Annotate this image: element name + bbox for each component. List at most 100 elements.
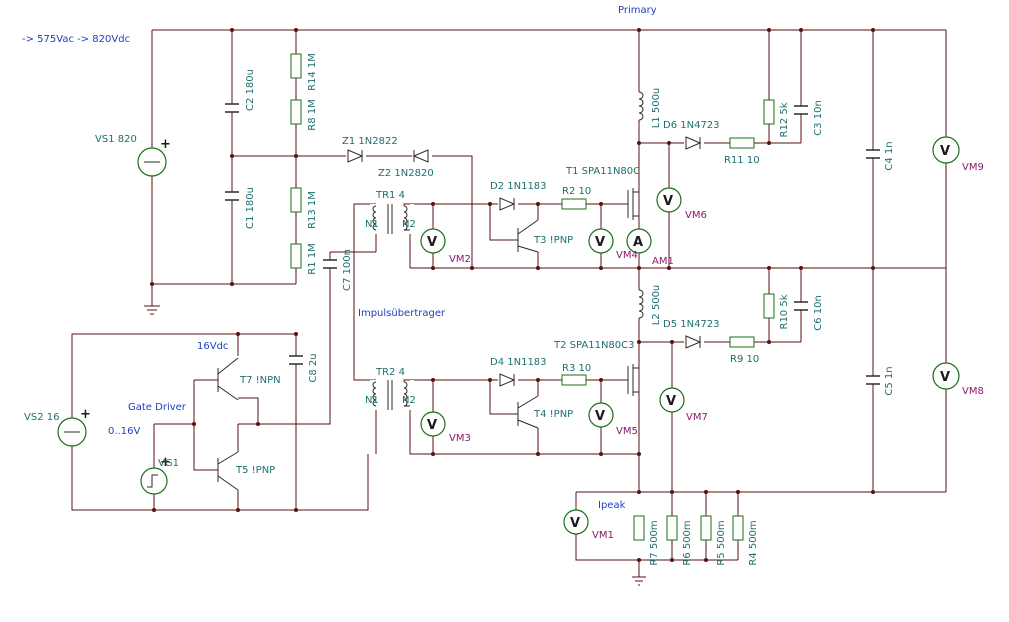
resistor-r7 [633, 515, 645, 541]
label-r7: R7 500m [649, 520, 660, 565]
voltmeter-vm1: V [563, 509, 589, 535]
label-vs1: VS1 820 [95, 134, 137, 145]
transformers [370, 203, 414, 410]
resistor-r14 [290, 53, 302, 79]
label-vm6: VM6 [685, 210, 707, 221]
svg-text:+: + [160, 455, 171, 470]
label-r4: R4 500m [748, 520, 759, 565]
label-r8: R8 1M [307, 99, 318, 130]
label-tr2: TR2 4 [375, 367, 405, 378]
zener-z2 [412, 149, 429, 163]
svg-text:V: V [427, 418, 437, 433]
label-r3: R3 10 [562, 363, 591, 374]
voltmeter-vm2: V [420, 228, 446, 254]
voltmeter-vm9: V [932, 136, 960, 164]
resistor-r3 [561, 374, 587, 386]
label-c3: C3 10n [813, 100, 824, 136]
label-r2: R2 10 [562, 186, 591, 197]
svg-text:V: V [663, 194, 673, 209]
diode-d5 [685, 335, 702, 349]
label-vm5: VM5 [616, 426, 638, 437]
transformer-note: Impulsübertrager [358, 308, 446, 319]
junctions [150, 28, 875, 562]
label-t7: T7 !NPN [239, 375, 281, 386]
voltmeter-vm7: V [659, 387, 685, 413]
label-d4: D4 1N1183 [490, 357, 547, 368]
label-r5: R5 500m [716, 520, 727, 565]
signal-generator-vg1 [140, 467, 168, 495]
resistor-r13 [290, 187, 302, 213]
zener-z1 [347, 149, 364, 163]
resistor-r9 [729, 336, 755, 348]
label-c4: C4 1n [884, 141, 895, 170]
voltmeter-vm6: V [656, 187, 682, 213]
diode-d4 [499, 373, 516, 387]
label-r9: R9 10 [730, 354, 759, 365]
mosfet-t1 [627, 188, 639, 220]
resistor-r1 [290, 243, 302, 269]
label-z2: Z2 1N2820 [378, 168, 434, 179]
label-tr1: TR1 4 [375, 190, 405, 201]
label-am1: AM1 [652, 256, 674, 267]
svg-text:A: A [633, 235, 643, 250]
label-vm2: VM2 [449, 254, 471, 265]
voltmeter-vm5: V [588, 402, 614, 428]
meters: V V V V A V V V V V [420, 136, 960, 535]
label-vm9: VM9 [962, 162, 984, 173]
diode-d2 [499, 197, 516, 211]
resistor-r6 [666, 515, 678, 541]
inductor-l1 [638, 91, 644, 121]
resistor-r12 [763, 99, 775, 125]
svg-text:V: V [940, 370, 950, 385]
transistor-t4 [517, 395, 539, 429]
label-r12: R12 5k [779, 102, 790, 137]
ipeak-note: Ipeak [598, 500, 626, 511]
sources: + + + [57, 137, 171, 495]
label-vm3: VM3 [449, 433, 471, 444]
transistor-t5 [217, 451, 239, 491]
resistor-r10 [763, 293, 775, 319]
svg-text:V: V [666, 394, 676, 409]
label-l2: L2 500u [651, 285, 662, 326]
label-r1: R1 1M [307, 243, 318, 274]
diodes [346, 136, 704, 387]
label-n2-tr1: N2 [402, 219, 416, 230]
label-n1-tr2: N1 [365, 395, 379, 406]
label-z1: Z1 1N2822 [342, 136, 398, 147]
voltmeter-vm8: V [932, 362, 960, 390]
capacitors [224, 103, 881, 385]
voltmeter-vm4: V [588, 228, 614, 254]
label-c5: C5 1n [884, 366, 895, 395]
label-t5: T5 !PNP [235, 465, 275, 476]
label-r14: R14 1M [307, 53, 318, 91]
svg-text:V: V [427, 235, 437, 250]
transformer-tr2 [370, 379, 414, 410]
transistor-t7 [217, 357, 239, 401]
label-c7: C7 100n [342, 249, 353, 291]
label-vs2: VS2 16 [24, 412, 59, 423]
svg-text:V: V [595, 409, 605, 424]
resistor-r5 [700, 515, 712, 541]
input-voltage-note: -> 575Vac -> 820Vdc [22, 34, 130, 45]
svg-text:+: + [80, 407, 91, 422]
label-d5: D5 1N4723 [663, 319, 720, 330]
svg-text:V: V [570, 516, 580, 531]
transistor-t3 [517, 219, 539, 253]
label-c6: C6 10n [813, 295, 824, 331]
resistor-r4 [732, 515, 744, 541]
transformer-tr1 [370, 203, 414, 234]
gate-driver-note: Gate Driver [128, 402, 187, 413]
label-d6: D6 1N4723 [663, 120, 720, 131]
label-c8: C8 2u [308, 353, 319, 382]
label-t3: T3 !PNP [533, 235, 573, 246]
label-r13: R13 1M [307, 191, 318, 229]
label-d2: D2 1N1183 [490, 181, 547, 192]
label-t1: T1 SPA11N80C [565, 166, 640, 177]
label-t4: T4 !PNP [533, 409, 573, 420]
inductor-l2 [638, 289, 644, 319]
transistors [217, 188, 639, 491]
label-r11: R11 10 [724, 155, 760, 166]
inductors [634, 91, 644, 319]
resistor-r8 [290, 99, 302, 125]
